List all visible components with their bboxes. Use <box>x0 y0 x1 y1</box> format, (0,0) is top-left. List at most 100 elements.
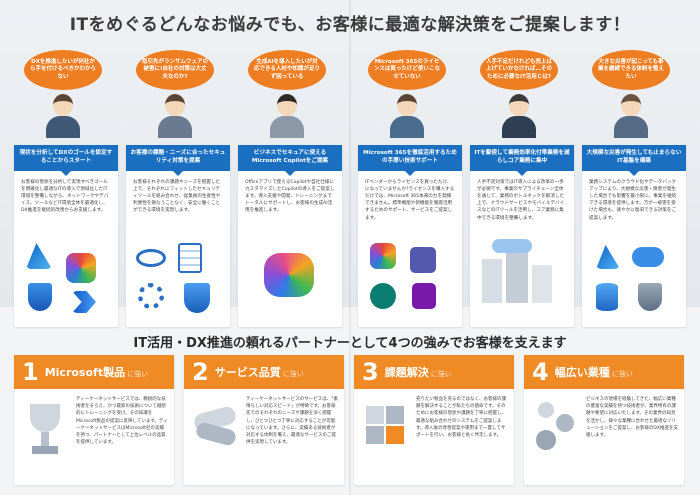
worry-5: 人手不足だけれども売上は上げていかなければ…そのために必要なIT活用とは? <box>470 50 570 138</box>
worry-bubble: DXを推進したいが何社から手を付けるべきかわからない <box>24 50 102 90</box>
trophy-icon <box>20 396 70 476</box>
puzzle-icon <box>360 396 410 476</box>
handshake-icon <box>190 396 240 476</box>
azure-icon <box>26 243 52 269</box>
strengths-title: IT活用・DX推進の頼れるパートナーとして4つの強みでお客様を支えます <box>133 336 567 351</box>
onenote-icon <box>412 283 436 309</box>
building-icon <box>506 247 528 303</box>
worry-bubble: 生成AIを導入したいが対応できる人材や知識が足りず困っている <box>248 50 326 90</box>
person-icon <box>156 94 194 138</box>
strength-industries: 4 幅広い業種 に強い ビジネスの現場を経験してきた、幅広い業種の豊富な実績を持… <box>524 355 684 485</box>
shield-icon <box>638 283 662 311</box>
strength-suffix: に強い <box>127 369 149 378</box>
strength-number: 4 <box>532 358 549 386</box>
strength-text: ビジネスの現場を経験してきた、幅広い業種の豊富な実績を持つ技術者が、業界特有の課… <box>586 397 678 438</box>
worry-6: 大きな災害が起こっても事業を継続できる体制を整えたい <box>582 50 682 138</box>
strength-number: 3 <box>362 358 379 386</box>
solution-card-security: お客様の課題・ニーズに合ったセキュリティ対策を提案 お客様それぞれの課題やニーズ… <box>126 145 230 327</box>
strength-body: ティーケーネットサービスでは、精鋭的な技術者をそろえ、かつ最新の技術について継続… <box>14 389 174 483</box>
cloud-backup-icon <box>632 247 664 267</box>
card-icons <box>478 239 566 319</box>
card-title: お客様の課題・ニーズに合ったセキュリティ対策を提案 <box>126 145 230 176</box>
card-text: 業務システムのクラウド化やデータバックアップにより、大規模な災害・障害が発生した… <box>589 180 677 221</box>
worry-bubble: 大きな災害が起こっても事業を継続できる体制を整えたい <box>592 50 670 90</box>
strength-header: 3 課題解決 に強い <box>354 355 514 389</box>
headline: ITをめぐるどんなお悩みでも、お客様に最適な解決策をご提案します！ <box>69 15 631 35</box>
strength-problem-solving: 3 課題解決 に強い 売りたい製品を売るのではなく、お客様の課題を解決することが… <box>354 355 514 485</box>
copilot-icon <box>264 253 314 297</box>
database-icon <box>596 283 618 311</box>
defender-icon <box>28 283 52 311</box>
strength-suffix: に強い <box>282 369 304 378</box>
strength-header: 2 サービス品質 に強い <box>184 355 344 389</box>
solution-card-bcp: 大規模な災害が発生しても止まらないIT基盤を構築 業務システムのクラウド化やデー… <box>582 145 686 327</box>
card-icons <box>22 239 110 319</box>
strength-text: 売りたい製品を売るのではなく、お客様の課題を解決することが私たちの使命です。その… <box>416 397 506 438</box>
person-icon <box>388 94 426 138</box>
checklist-icon <box>178 243 202 273</box>
card-icons <box>134 239 222 319</box>
strength-suffix: に強い <box>611 369 633 378</box>
card-title: Microsoft 365を徹底活用するための手厚い技術サポート <box>358 145 462 176</box>
strength-number: 2 <box>192 358 209 386</box>
person-icon <box>44 94 82 138</box>
solution-card-m365: Microsoft 365を徹底活用するための手厚い技術サポート ITベンダーか… <box>358 145 462 327</box>
solution-card-efficiency: ITを駆使して業務効率化付帯業務を減らしコア業務に集中 人手不足対策ではIT導入… <box>470 145 574 327</box>
worry-1: DXを推進したいが何社から手を付けるべきかわからない <box>14 50 114 138</box>
strength-number: 1 <box>22 358 39 386</box>
m365-icon <box>370 243 396 269</box>
strength-suffix: に強い <box>430 369 452 378</box>
card-title: 現状を分析してDXのゴールを設定することからスタート <box>14 145 118 176</box>
strength-header: 4 幅広い業種 に強い <box>524 355 684 389</box>
person-icon <box>612 94 650 138</box>
strength-service-quality: 2 サービス品質 に強い ティーケーネットサービスのサービスは、「素晴らしい対応… <box>184 355 344 485</box>
card-title: ITを駆使して業務効率化付帯業務を減らしコア業務に集中 <box>470 145 574 176</box>
strength-label: サービス品質 <box>214 366 281 379</box>
solution-card-dx: 現状を分析してDXのゴールを設定することからスタート お客様の現状を分析して実現… <box>14 145 118 327</box>
solution-cards: 現状を分析してDXのゴールを設定することからスタート お客様の現状を分析して実現… <box>14 145 686 327</box>
worry-bubble: 取引先がランサムウェアの被害に!自社の対策は大丈夫なのか? <box>136 50 214 90</box>
strength-header: 1 Microsoft製品 に強い <box>14 355 174 389</box>
sharepoint-icon <box>370 283 396 309</box>
solution-card-copilot: ビジネスでセキュアに使えるMicrosoft Copilotをご提案 Offic… <box>238 145 342 327</box>
strength-microsoft: 1 Microsoft製品 に強い ティーケーネットサービスでは、精鋭的な技術者… <box>14 355 174 485</box>
m365-icon <box>66 253 96 283</box>
card-text: お客様それぞれの課題やニーズを把握した上で、それぞれにフィットしたセキュリティツ… <box>133 180 221 214</box>
worries-row: DXを推進したいが何社から手を付けるべきかわからない 取引先がランサムウェアの被… <box>14 50 686 142</box>
worry-2: 取引先がランサムウェアの被害に!自社の対策は大丈夫なのか? <box>126 50 226 138</box>
eye-icon <box>136 249 166 267</box>
strength-body: 売りたい製品を売るのではなく、お客様の課題を解決することが私たちの使命です。その… <box>354 389 514 483</box>
cloud-icon <box>492 239 532 253</box>
building-icon <box>482 259 502 303</box>
strength-label: 幅広い業種 <box>554 366 610 379</box>
card-text: 人手不足対策ではIT導入による改革の一歩が必要です。事業のサプライチェーン全体を… <box>477 180 565 221</box>
azure-icon <box>596 245 620 269</box>
worry-4: Microsoft 365のライセンスは買ったけど使いこなせていない <box>358 50 458 138</box>
building-icon <box>532 265 552 303</box>
card-text: お客様の現状を分析して実現すべきゴールを明確化し最適なITの導入で領域化したIT… <box>21 180 109 214</box>
worry-bubble: 人手不足だけれども売上は上げていかなければ…そのために必要なIT活用とは? <box>480 50 558 90</box>
settings-icon <box>138 283 164 309</box>
strength-body: ティーケーネットサービスのサービスは、「素晴らしい対応スピード」が特徴です。お客… <box>184 389 344 483</box>
card-title: 大規模な災害が発生しても止まらないIT基盤を構築 <box>582 145 686 176</box>
person-icon <box>268 94 306 138</box>
strength-label: 課題解決 <box>384 366 429 379</box>
strength-text: ティーケーネットサービスでは、精鋭的な技術者をそろえ、かつ最新の技術について継続… <box>76 397 168 446</box>
card-icons <box>590 239 678 319</box>
teams-icon <box>410 247 436 273</box>
strength-label: Microsoft製品 <box>44 366 126 379</box>
worry-3: 生成AIを導入したいが対応できる人材や知識が足りず困っている <box>238 50 338 138</box>
industry-icon <box>530 396 580 476</box>
card-title: ビジネスでセキュアに使えるMicrosoft Copilotをご提案 <box>238 145 342 176</box>
card-text: Officeアプリで使えるCopilotや自社仕様にカスタマイズしたCopilo… <box>245 180 335 214</box>
shield-icon <box>184 283 210 313</box>
worry-bubble: Microsoft 365のライセンスは買ったけど使いこなせていない <box>368 50 446 90</box>
strengths-row: 1 Microsoft製品 に強い ティーケーネットサービスでは、精鋭的な技術者… <box>14 355 686 485</box>
card-text: ITベンダーからライセンスを買っただけ、になっていませんか?ライセンスを購入する… <box>365 180 455 221</box>
power-automate-icon <box>72 291 96 313</box>
strength-body: ビジネスの現場を経験してきた、幅広い業種の豊富な実績を持つ技術者が、業界特有の課… <box>524 389 684 483</box>
person-icon <box>500 94 538 138</box>
card-icons <box>246 239 334 319</box>
strength-text: ティーケーネットサービスのサービスは、「素晴らしい対応スピード」が特徴です。お客… <box>246 397 338 446</box>
